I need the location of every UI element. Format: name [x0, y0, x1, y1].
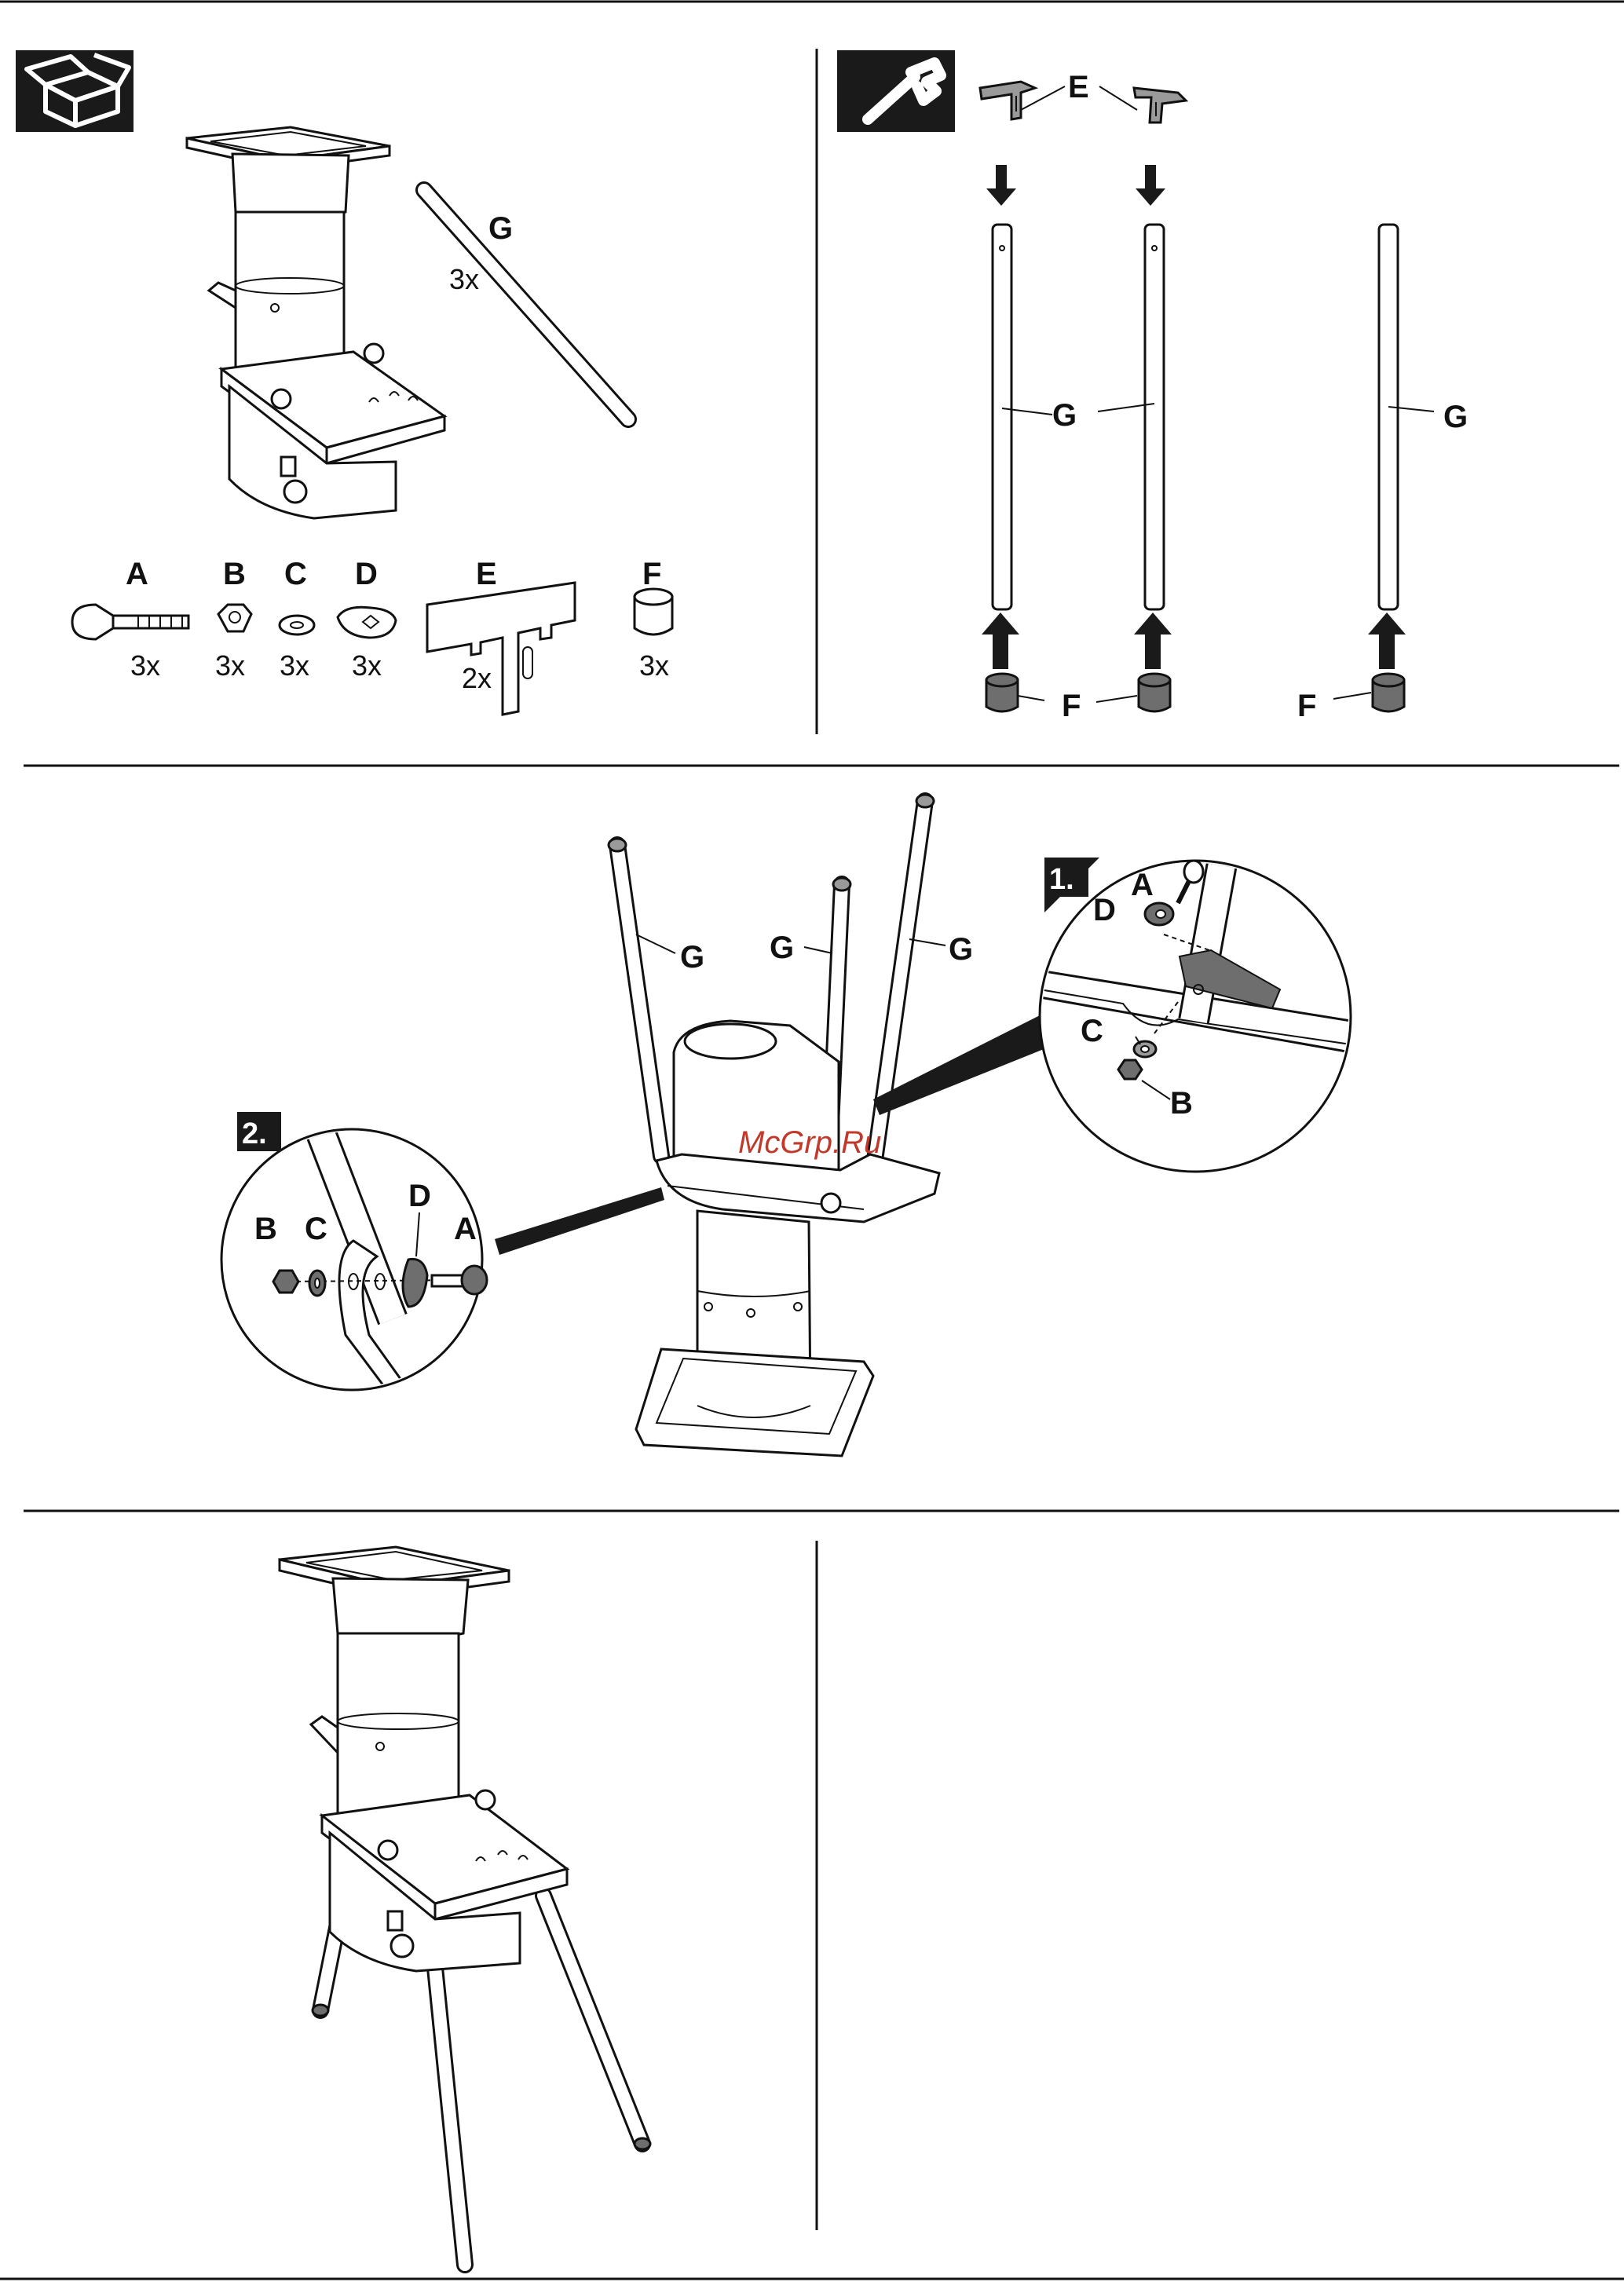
part-F-letter: F	[642, 557, 661, 591]
detail-1-nut-B	[1118, 1060, 1142, 1079]
detail-1-label-C: C	[1081, 1014, 1103, 1048]
chipper-assembled	[280, 1547, 650, 2265]
wrench-icon	[837, 50, 955, 132]
leg-tube-1	[993, 225, 1011, 609]
detail-2-label-C: C	[305, 1212, 327, 1246]
step-1-label: 1.	[1049, 863, 1074, 896]
detail-1-washer-C	[1134, 1041, 1156, 1057]
detail-1-spacer-D	[1145, 903, 1173, 925]
bracket-E-right	[1134, 88, 1186, 123]
callout-connector-left	[495, 1187, 664, 1255]
part-G-label-section2-3: G	[949, 932, 973, 967]
detail-2-label-B: B	[254, 1212, 277, 1246]
part-A-qty: 3x	[130, 649, 160, 682]
part-G-qty: 3x	[449, 263, 479, 295]
arrow-down-left	[986, 165, 1016, 206]
part-B-letter: B	[223, 557, 246, 591]
part-B-nut	[218, 605, 251, 631]
part-C-washer	[280, 616, 314, 634]
part-F-qty: 3x	[639, 649, 669, 682]
part-A-letter: A	[126, 557, 148, 591]
foot-cap-3	[1373, 674, 1404, 711]
arrow-up-middle	[1134, 613, 1172, 669]
foot-cap-2	[1139, 674, 1170, 711]
part-F-foot-cap	[635, 589, 672, 634]
box-open-icon	[16, 50, 134, 132]
part-B-qty: 3x	[215, 649, 245, 682]
part-E-qty: 2x	[462, 662, 492, 694]
part-E-letter: E	[476, 557, 497, 591]
detail-circle-2	[221, 1112, 482, 1398]
arrow-up-right	[1368, 613, 1406, 669]
part-E-bracket	[427, 583, 575, 715]
part-C-qty: 3x	[280, 649, 309, 682]
part-G-label-section2-2: G	[770, 931, 794, 965]
part-A-carriage-bolt	[72, 605, 188, 639]
part-F-label-assembly-2: F	[1297, 689, 1316, 723]
part-G-label-assembly-1: G	[1052, 398, 1077, 433]
chipper-unit-drawing	[187, 127, 444, 518]
step-2-label: 2.	[242, 1117, 267, 1150]
part-D-spacer	[338, 607, 396, 638]
part-G-label-section2-1: G	[680, 940, 704, 975]
part-G-label-assembly-2: G	[1443, 400, 1468, 434]
part-E-label-assembly: E	[1068, 70, 1089, 104]
foot-cap-1	[986, 674, 1018, 711]
leg-tube-3	[1379, 225, 1398, 609]
part-F-label-assembly-1: F	[1062, 689, 1081, 723]
detail-1-label-D: D	[1093, 893, 1116, 927]
bracket-E-left	[980, 82, 1035, 119]
detail-2-label-D: D	[408, 1179, 431, 1213]
watermark: McGrp.Ru	[738, 1125, 881, 1160]
leg-tube-2	[1145, 225, 1164, 609]
part-G-letter: G	[488, 211, 513, 246]
detail-2-nut-B	[273, 1271, 298, 1293]
part-D-qty: 3x	[352, 649, 382, 682]
detail-2-label-A: A	[454, 1212, 477, 1246]
leg-tube-loose	[424, 190, 628, 419]
part-D-letter: D	[355, 557, 378, 591]
detail-1-label-A: A	[1131, 868, 1154, 902]
detail-2-washer-C	[309, 1271, 325, 1296]
detail-1-label-B: B	[1170, 1086, 1193, 1121]
arrow-down-middle	[1136, 165, 1165, 206]
arrow-up-left	[982, 613, 1019, 669]
part-C-letter: C	[284, 557, 307, 591]
